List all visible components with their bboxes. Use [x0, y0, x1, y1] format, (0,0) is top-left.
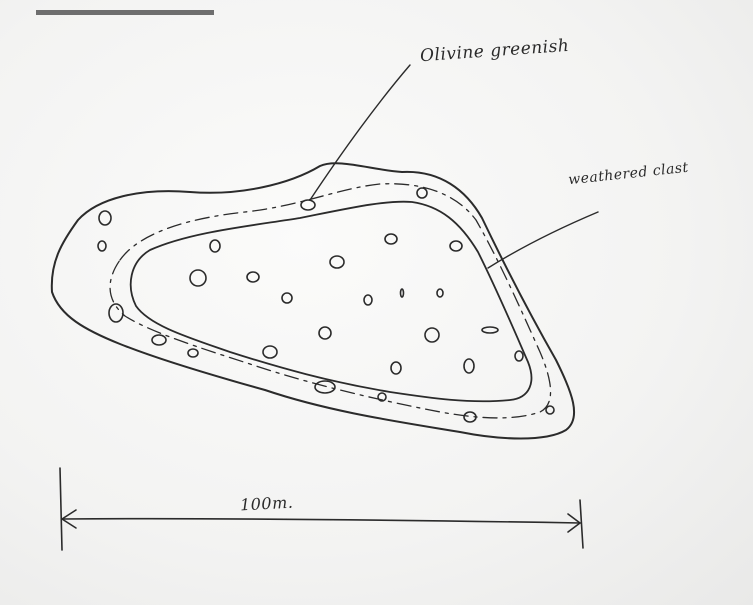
weathering-rind: [110, 184, 550, 418]
olivine-leader-line: [310, 65, 410, 200]
scale-label: 100m.: [240, 493, 294, 515]
scale-bar-arrow: [60, 468, 583, 550]
top-gray-bar: [36, 10, 214, 15]
clast-outline: [52, 163, 574, 438]
weathered-leader-line: [488, 212, 598, 268]
